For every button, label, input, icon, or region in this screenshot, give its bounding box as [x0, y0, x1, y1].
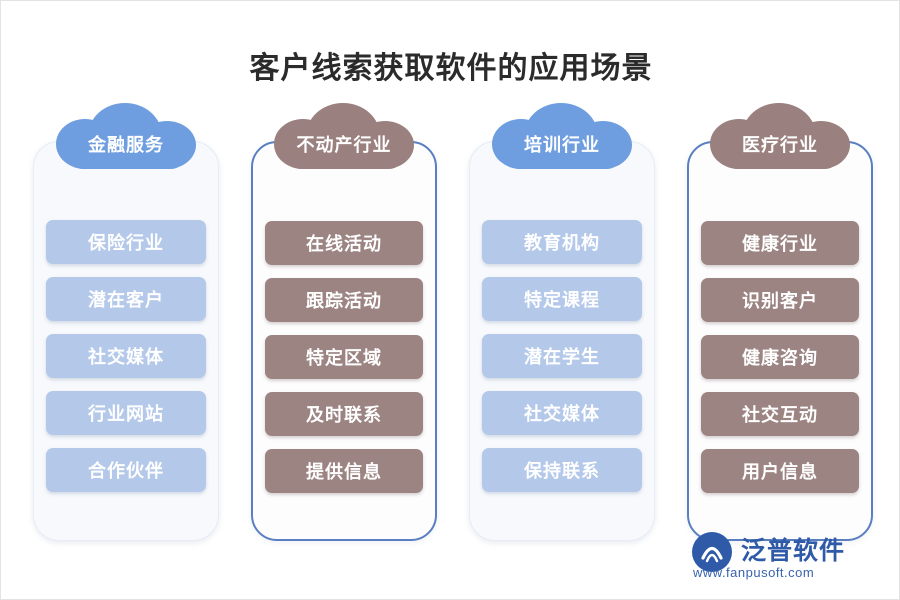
list-item[interactable]: 社交媒体	[46, 334, 206, 378]
list-item[interactable]: 在线活动	[265, 221, 423, 265]
column-header-3: 培训行业	[524, 135, 600, 155]
list-item[interactable]: 跟踪活动	[265, 278, 423, 322]
logo-mark-icon	[691, 531, 733, 573]
list-item[interactable]: 潜在客户	[46, 277, 206, 321]
logo-brand-text: 泛普软件	[741, 538, 846, 565]
list-item[interactable]: 健康咨询	[701, 335, 859, 379]
list-item[interactable]: 提供信息	[265, 449, 423, 493]
category-column-3: 教育机构 特定课程 潜在学生 社交媒体 保持联系	[469, 141, 655, 541]
list-item[interactable]: 潜在学生	[482, 334, 642, 378]
category-column-2: 在线活动 跟踪活动 特定区域 及时联系 提供信息	[251, 141, 437, 541]
column-header-4: 医疗行业	[742, 135, 818, 155]
item-list-3: 教育机构 特定课程 潜在学生 社交媒体 保持联系	[482, 220, 642, 505]
cloud-puff	[286, 139, 404, 169]
item-list-2: 在线活动 跟踪活动 特定区域 及时联系 提供信息	[265, 221, 423, 506]
list-item[interactable]: 用户信息	[701, 449, 859, 493]
list-item[interactable]: 社交互动	[701, 392, 859, 436]
list-item[interactable]: 行业网站	[46, 391, 206, 435]
column-header-2: 不动产行业	[296, 135, 392, 155]
logo-url-text: www.fanpusoft.com	[693, 565, 815, 580]
cloud-icon-4: 医疗行业	[692, 97, 868, 173]
category-column-4: 健康行业 识别客户 健康咨询 社交互动 用户信息	[687, 141, 873, 541]
brand-logo: 泛普软件 www.fanpusoft.com	[691, 529, 881, 583]
column-header-1: 金融服务	[88, 135, 164, 155]
cloud-puff	[68, 139, 186, 169]
item-list-4: 健康行业 识别客户 健康咨询 社交互动 用户信息	[701, 221, 859, 506]
list-item[interactable]: 教育机构	[482, 220, 642, 264]
list-item[interactable]: 保险行业	[46, 220, 206, 264]
cloud-puff	[722, 139, 840, 169]
category-column-1: 保险行业 潜在客户 社交媒体 行业网站 合作伙伴	[33, 141, 219, 541]
item-list-1: 保险行业 潜在客户 社交媒体 行业网站 合作伙伴	[46, 220, 206, 505]
list-item[interactable]: 识别客户	[701, 278, 859, 322]
cloud-icon-1: 金融服务	[38, 97, 214, 173]
list-item[interactable]: 合作伙伴	[46, 448, 206, 492]
cloud-puff	[504, 139, 622, 169]
list-item[interactable]: 及时联系	[265, 392, 423, 436]
cloud-icon-2: 不动产行业	[256, 97, 432, 173]
list-item[interactable]: 健康行业	[701, 221, 859, 265]
list-item[interactable]: 社交媒体	[482, 391, 642, 435]
list-item[interactable]: 保持联系	[482, 448, 642, 492]
page-title: 客户线索获取软件的应用场景	[249, 52, 653, 85]
cloud-icon-3: 培训行业	[474, 97, 650, 173]
list-item[interactable]: 特定区域	[265, 335, 423, 379]
list-item[interactable]: 特定课程	[482, 277, 642, 321]
